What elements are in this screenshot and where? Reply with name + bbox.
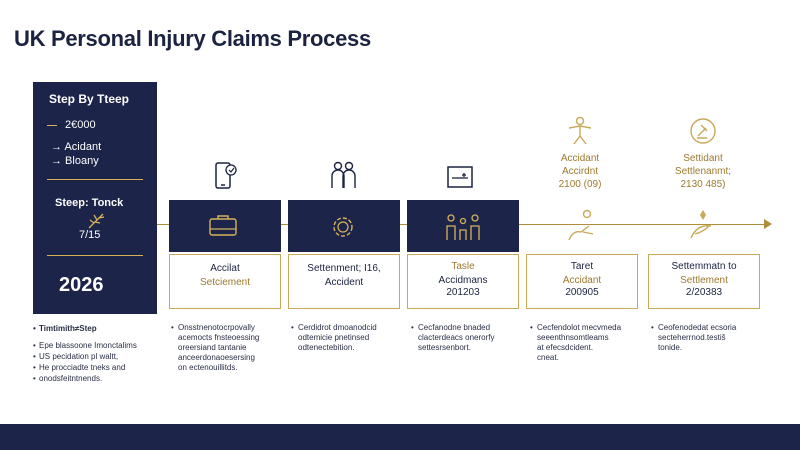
step-desc-line: secteherrnod.testiš <box>658 333 726 342</box>
step-description: Cecfanodne bnaded clacterdeacs onerorfy … <box>411 323 536 353</box>
timeline-label-code: 2130 485) <box>680 179 726 190</box>
step-card: Settenment; I16, Accident <box>288 254 400 309</box>
timeline-label: Settidant Settlenanmt; 2130 485) <box>660 152 746 191</box>
step-card-title: Tasle <box>451 261 475 272</box>
step-desc-line: odtemicie pnetinsed <box>298 333 370 342</box>
left-note: Epe blassoone Imonctalims <box>33 340 137 351</box>
sidebar-sub-value-text: 7/15 <box>79 229 101 241</box>
step-desc-line: Cerdidrot dmoanodcid <box>298 323 377 332</box>
step-card-subtitle: Accidmans <box>438 275 488 286</box>
page-title: UK Personal Injury Claims Process <box>14 26 371 51</box>
gold-dash-icon <box>47 124 57 126</box>
timeline-label-title: Accidant <box>560 153 600 164</box>
step-desc-line: Cecfanodne bnaded <box>418 323 491 332</box>
helping-hand-icon <box>568 209 594 241</box>
step-desc-line: on ectenouillitds. <box>178 363 238 372</box>
people-icon <box>331 161 356 188</box>
timeline-label: Accidant Accirdnt 2100 (09) <box>542 152 618 191</box>
phone-icon <box>215 162 237 189</box>
step-desc-line: Cecfendolot mecvmeda <box>537 323 622 332</box>
step-desc-line: settesrsenbort. <box>418 343 471 352</box>
step-desc-line: odtenectebition. <box>298 343 355 352</box>
step-card: Tasle Accidmans 201203 <box>407 254 519 309</box>
step-card: Settemmatn to Settlement 2/20383 <box>648 254 760 309</box>
step-description: Cecfendolot mecvmeda seeenthnsomtleams a… <box>530 323 655 363</box>
sidebar-panel: Step By Tteep 2€000 → Acidant → Bloany S… <box>33 82 157 314</box>
sidebar-big-year: 2026 <box>59 274 104 296</box>
step-card-code: 201203 <box>446 287 480 298</box>
step-card-code: 200905 <box>565 287 599 298</box>
sidebar-year-row: 2€000 <box>47 119 96 131</box>
family-icon <box>446 214 480 240</box>
step-desc-line: seeenthnsomtleams <box>537 333 609 342</box>
step-card-dark <box>407 200 519 252</box>
step-card-title: Accilat <box>210 263 240 274</box>
step-card-dark <box>288 200 400 252</box>
timeline-label-subtitle: Settlenanmt; <box>674 166 732 177</box>
left-note: onodsfeitntnends. <box>33 373 137 384</box>
timeline-label-code: 2100 (09) <box>558 179 602 190</box>
step-card-dark <box>169 200 281 252</box>
footer-bar <box>0 424 800 450</box>
step-card: Accilat Setciement <box>169 254 281 309</box>
timeline-label-subtitle: Accirdnt <box>561 166 599 177</box>
sidebar-arrow-item: → Acidant <box>51 141 102 153</box>
step-description: Onsstnenotocrpovally acemocts fnsteoessi… <box>171 323 296 373</box>
left-note: US pecidation pl waltt, <box>33 351 137 362</box>
sidebar-divider <box>47 179 143 180</box>
step-card-subtitle: Accidant <box>562 275 602 286</box>
step-desc-line: tonide. <box>658 343 683 352</box>
gavel-circle-icon <box>690 118 716 144</box>
sidebar-sub-value: 7/15 <box>79 229 100 241</box>
monitor-icon <box>447 166 473 188</box>
step-card-title: Settenment; I16, <box>307 263 381 274</box>
step-card-subtitle: Settlement <box>680 275 728 286</box>
sidebar-sub-heading: Steep: Tonck <box>55 197 124 209</box>
step-desc-line: Onsstnenotocrpovally <box>178 323 255 332</box>
step-description: Cerdidrot dmoanodcid odtemicie pnetinsed… <box>291 323 416 353</box>
step-desc-line: at efecsdcident. <box>537 343 594 352</box>
step-card-title: Settemmatn to <box>671 261 737 272</box>
step-desc-line: oreersiand tantanie <box>178 343 247 352</box>
left-note: He procciadte tneks and <box>33 362 137 373</box>
sidebar-arrow-item: → Bloany <box>51 155 99 167</box>
step-card: Taret Accidant 200905 <box>526 254 638 309</box>
left-notes: Timtimith≠Step Epe blassoone Imonctalims… <box>33 323 137 384</box>
handshake-leaf-icon <box>690 210 712 239</box>
step-desc-line: cneat. <box>537 353 559 362</box>
person-icon <box>568 116 592 145</box>
sidebar-arrow-list: → Acidant → Bloany <box>51 140 101 168</box>
left-note: Timtimith≠Step <box>33 323 137 334</box>
gear-circle-icon <box>333 217 353 237</box>
timeline-label-title: Settidant <box>683 153 723 164</box>
step-card-subtitle: Setciement <box>199 277 251 288</box>
step-card-subtitle: Accident <box>324 277 364 288</box>
step-card-title: Taret <box>570 261 594 272</box>
step-desc-line: anceerdonaoesersing <box>178 353 255 362</box>
sidebar-heading: Step By Tteep <box>49 92 130 106</box>
sidebar-divider <box>47 255 143 256</box>
briefcase-icon <box>209 215 237 236</box>
sprig-icon <box>88 213 105 229</box>
step-desc-line: acemocts fnsteoessing <box>178 333 260 342</box>
timeline-arrowhead-icon <box>764 219 772 229</box>
step-card-code: 2/20383 <box>685 287 723 298</box>
step-description: Ceofenodedat ecsoria secteherrnod.testiš… <box>651 323 776 353</box>
step-desc-line: clacterdeacs onerorfy <box>418 333 495 342</box>
step-desc-line: Ceofenodedat ecsoria <box>658 323 737 332</box>
sidebar-year: 2€000 <box>65 119 96 131</box>
